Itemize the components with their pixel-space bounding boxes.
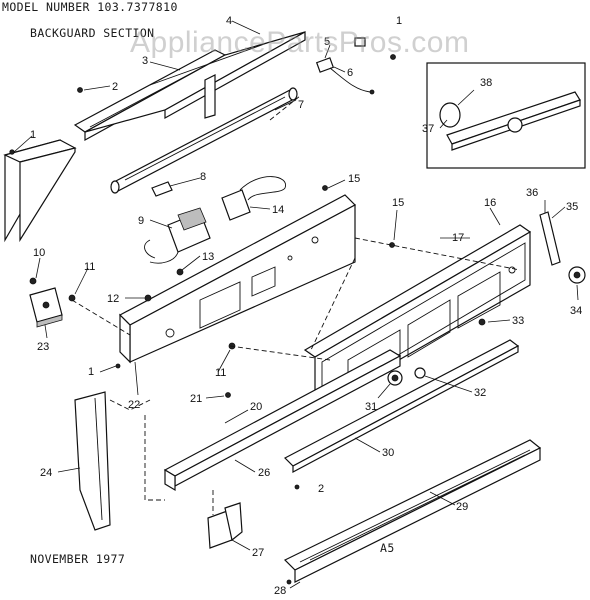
callout-2b: 2 [318,483,324,495]
callout-15b: 15 [392,197,404,209]
backguard-top-plate [84,30,306,133]
section-title: BACKGUARD SECTION [30,26,155,40]
callout-17: 17 [452,232,464,244]
knobs-and-clock [387,211,586,386]
callout-24: 24 [40,467,52,479]
callout-8: 8 [200,171,206,183]
assembly-lines [71,95,521,515]
callout-21: 21 [190,393,202,405]
callout-37: 37 [422,123,434,135]
callout-1c: 1 [396,15,402,27]
callout-33: 33 [512,315,524,327]
callout-11b: 11 [215,367,226,379]
leader-lines [13,20,579,589]
lamp-holder [315,37,375,95]
timer-switch-assembly [144,176,286,264]
mounting-bracket [207,502,243,549]
callout-35: 35 [566,201,578,213]
clock-panel-inset [426,62,586,169]
callout-1: 1 [30,129,36,141]
callout-27: 27 [252,547,264,559]
callout-32: 32 [474,387,486,399]
callout-29: 29 [456,501,468,513]
callout-36: 36 [526,187,538,199]
callout-labels: 1 2 3 4 5 6 7 8 9 10 11 12 13 14 15 15 1… [30,15,582,597]
callout-23: 23 [37,341,49,353]
callout-10: 10 [33,247,45,259]
support-channel [163,349,402,492]
end-cap-panel [3,139,77,243]
callout-20: 20 [250,401,262,413]
callout-3: 3 [142,55,148,67]
callout-9: 9 [138,215,144,227]
callout-11: 11 [84,261,95,273]
model-number-heading: MODEL NUMBER 103.7377810 [2,0,178,14]
callout-15a: 15 [348,173,360,185]
callout-13: 13 [202,251,214,263]
callout-1b: 1 [88,366,94,378]
callout-2: 2 [112,81,118,93]
switch-block [29,287,63,328]
callout-31: 31 [365,401,377,413]
callout-34: 34 [570,305,582,317]
callout-6: 6 [347,67,353,79]
callout-12: 12 [107,293,119,305]
page-code: A5 [380,541,395,555]
callout-28: 28 [274,585,286,597]
callout-16: 16 [484,197,496,209]
watermark: AppliancePartsPros.com [130,26,470,59]
callout-38: 38 [480,77,492,89]
callout-4: 4 [226,15,232,27]
diagram-date: NOVEMBER 1977 [30,552,126,566]
callout-7: 7 [298,99,304,111]
side-bracket [74,391,111,531]
vent-panel [283,439,542,583]
callout-22: 22 [128,399,140,411]
screws [29,54,486,585]
callout-30: 30 [382,447,394,459]
callout-14: 14 [272,204,284,216]
callout-26: 26 [258,467,270,479]
control-panel-frame [119,194,356,364]
fluorescent-tube [110,87,298,194]
callout-5: 5 [324,36,330,48]
